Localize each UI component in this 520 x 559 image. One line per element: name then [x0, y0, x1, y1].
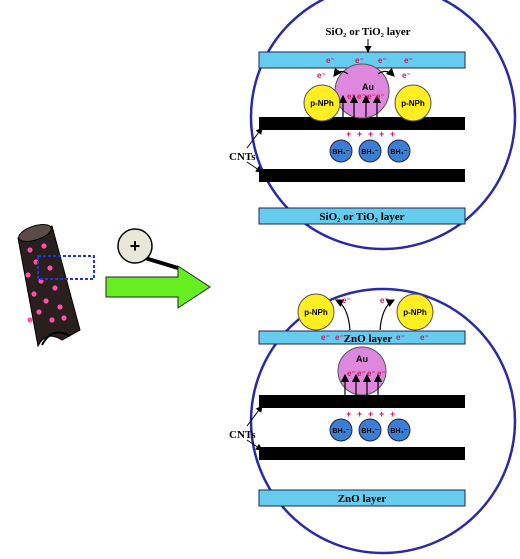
top-pnph-left-label: p-NPh — [310, 99, 334, 108]
svg-text:e⁻: e⁻ — [347, 92, 356, 101]
svg-text:e⁻: e⁻ — [367, 369, 376, 378]
svg-text:e⁻: e⁻ — [321, 333, 330, 342]
svg-text:e⁻: e⁻ — [380, 296, 389, 305]
bottom-electrons-upper: e⁻ e⁻ — [342, 296, 389, 305]
svg-text:+: + — [368, 409, 373, 419]
svg-text:e⁻: e⁻ — [317, 71, 326, 80]
bottom-bh4-1 — [329, 418, 353, 442]
svg-text:e⁻: e⁻ — [404, 56, 413, 65]
top-bh4-3 — [387, 139, 411, 163]
bottom-lower-layer-label: ZnO layer — [338, 493, 387, 505]
bottom-upper-layer-label: ZnO layer — [344, 333, 393, 345]
bottom-pnph-right-label: p-NPh — [403, 308, 427, 317]
bottom-electron-transfer-to-pnph — [334, 299, 396, 331]
svg-text:e⁻: e⁻ — [396, 333, 405, 342]
top-cnts-label: CNTs — [229, 151, 256, 163]
top-au-label: Au — [362, 82, 374, 92]
top-bh4-2-label: BH₄⁻ — [361, 149, 378, 156]
bottom-positive-charges: + + + + + — [346, 409, 395, 419]
top-bh4-2 — [358, 139, 382, 163]
top-bh4-3-label: BH₄⁻ — [390, 149, 407, 156]
zoom-region-box — [37, 255, 95, 280]
top-cnt-wall-lower — [259, 169, 465, 182]
top-panel: SiO₂ or TiO₂ layer SiO₂ or TiO₂ layer Au… — [229, 0, 517, 251]
top-pnph-right — [394, 84, 432, 122]
svg-text:+: + — [357, 129, 362, 139]
svg-text:e⁻: e⁻ — [355, 56, 364, 65]
bottom-au-label: Au — [356, 354, 368, 364]
bottom-bh4-1-label: BH₄⁻ — [332, 428, 349, 435]
bottom-electron-transfer-arrows — [340, 373, 383, 396]
svg-text:+: + — [379, 409, 384, 419]
bottom-pnph-left — [297, 293, 335, 331]
svg-text:e⁻: e⁻ — [402, 71, 411, 80]
svg-text:e⁻: e⁻ — [347, 369, 356, 378]
bottom-oxide-layer-lower — [258, 489, 466, 507]
svg-text:+: + — [357, 409, 362, 419]
svg-text:e⁻: e⁻ — [357, 92, 366, 101]
cnt-tube — [17, 224, 95, 348]
svg-text:e⁻: e⁻ — [367, 92, 376, 101]
top-bh4-1 — [329, 139, 353, 163]
bottom-zoom-circle — [249, 287, 517, 555]
svg-text:e⁻: e⁻ — [377, 369, 386, 378]
svg-text:+: + — [346, 129, 351, 139]
bottom-bh4-2-label: BH₄⁻ — [361, 428, 378, 435]
svg-text:+: + — [390, 409, 395, 419]
bottom-bh4-2 — [358, 418, 382, 442]
top-bh4-1-label: BH₄⁻ — [332, 149, 349, 156]
svg-text:+: + — [346, 409, 351, 419]
bottom-panel: p-NPh p-NPh e⁻e⁻ ZnO layer e⁻e⁻e⁻e⁻ Au e… — [229, 287, 517, 555]
bottom-bh4-3-label: BH₄⁻ — [390, 428, 407, 435]
bottom-cnt-wall-upper — [259, 395, 465, 408]
top-lower-layer-label: SiO₂ or TiO₂ layer — [319, 211, 404, 223]
bottom-pnph-left-label: p-NPh — [304, 308, 328, 317]
top-electron-transfer-arrows — [333, 67, 395, 117]
magnifier-plus: + — [130, 236, 141, 256]
bottom-electrons-au: e⁻e⁻e⁻e⁻ — [347, 369, 386, 378]
zoom-arrow — [105, 265, 211, 309]
top-oxide-layer-lower — [258, 207, 466, 225]
top-electrons: e⁻e⁻e⁻e⁻ e⁻e⁻ e⁻e⁻e⁻e⁻ — [317, 56, 413, 101]
svg-text:e⁻: e⁻ — [326, 56, 335, 65]
svg-text:e⁻: e⁻ — [420, 333, 429, 342]
bottom-bh4-3 — [387, 418, 411, 442]
svg-text:e⁻: e⁻ — [357, 369, 366, 378]
bottom-cnts-label: CNTs — [229, 429, 256, 441]
svg-text:e⁻: e⁻ — [335, 333, 344, 342]
svg-text:e⁻: e⁻ — [378, 56, 387, 65]
bottom-cnt-wall-lower — [259, 447, 465, 460]
svg-text:+: + — [390, 129, 395, 139]
bottom-oxide-layer-upper — [258, 330, 466, 345]
top-positive-charges: + + + + + — [346, 129, 395, 139]
magnifier-icon: + — [117, 228, 179, 270]
top-pnph-right-label: p-NPh — [401, 99, 425, 108]
bottom-pnph-right — [396, 293, 434, 331]
svg-text:+: + — [368, 129, 373, 139]
bottom-electrons-layer: e⁻ e⁻ e⁻ e⁻ — [321, 333, 429, 342]
svg-text:+: + — [379, 129, 384, 139]
svg-text:e⁻: e⁻ — [342, 296, 351, 305]
svg-text:e⁻: e⁻ — [376, 92, 385, 101]
top-upper-layer-label: SiO₂ or TiO₂ layer — [325, 26, 410, 38]
